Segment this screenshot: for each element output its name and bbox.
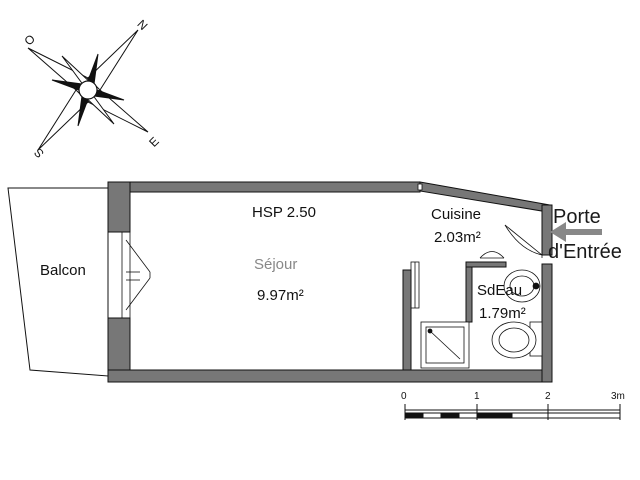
wall-notch — [417, 183, 423, 191]
bathroom-name: SdEau — [477, 282, 523, 299]
entrance-label-line1: Porte — [553, 206, 601, 228]
balcony-label: Balcon — [40, 262, 86, 279]
kitchen-counter — [410, 261, 420, 309]
bathroom-area: 1.79m² — [479, 305, 526, 322]
scale-tick-1: 1 — [474, 391, 480, 402]
kitchen-area: 2.03m² — [434, 229, 481, 246]
scale-bar — [404, 404, 621, 420]
balcony-outline — [7, 187, 109, 377]
entrance-door — [504, 210, 543, 258]
living-room-area: 9.97m² — [257, 287, 304, 304]
toilet — [491, 321, 543, 359]
entrance-arrow — [550, 222, 602, 242]
compass-rose — [27, 29, 149, 151]
entrance-label-line2: d'Entrée — [548, 241, 622, 263]
kitchen-door — [479, 251, 505, 259]
kitchen-name: Cuisine — [431, 206, 482, 223]
balcony-door — [121, 232, 151, 318]
scale-tick-3m: 3m — [611, 391, 625, 402]
living-room-name: Séjour — [254, 256, 298, 273]
scale-tick-0: 0 — [401, 391, 407, 402]
shower — [420, 321, 470, 369]
ceiling-height-label: HSP 2.50 — [252, 204, 316, 221]
walls — [107, 181, 553, 383]
washbasin — [503, 269, 541, 303]
scale-tick-2: 2 — [545, 391, 551, 402]
